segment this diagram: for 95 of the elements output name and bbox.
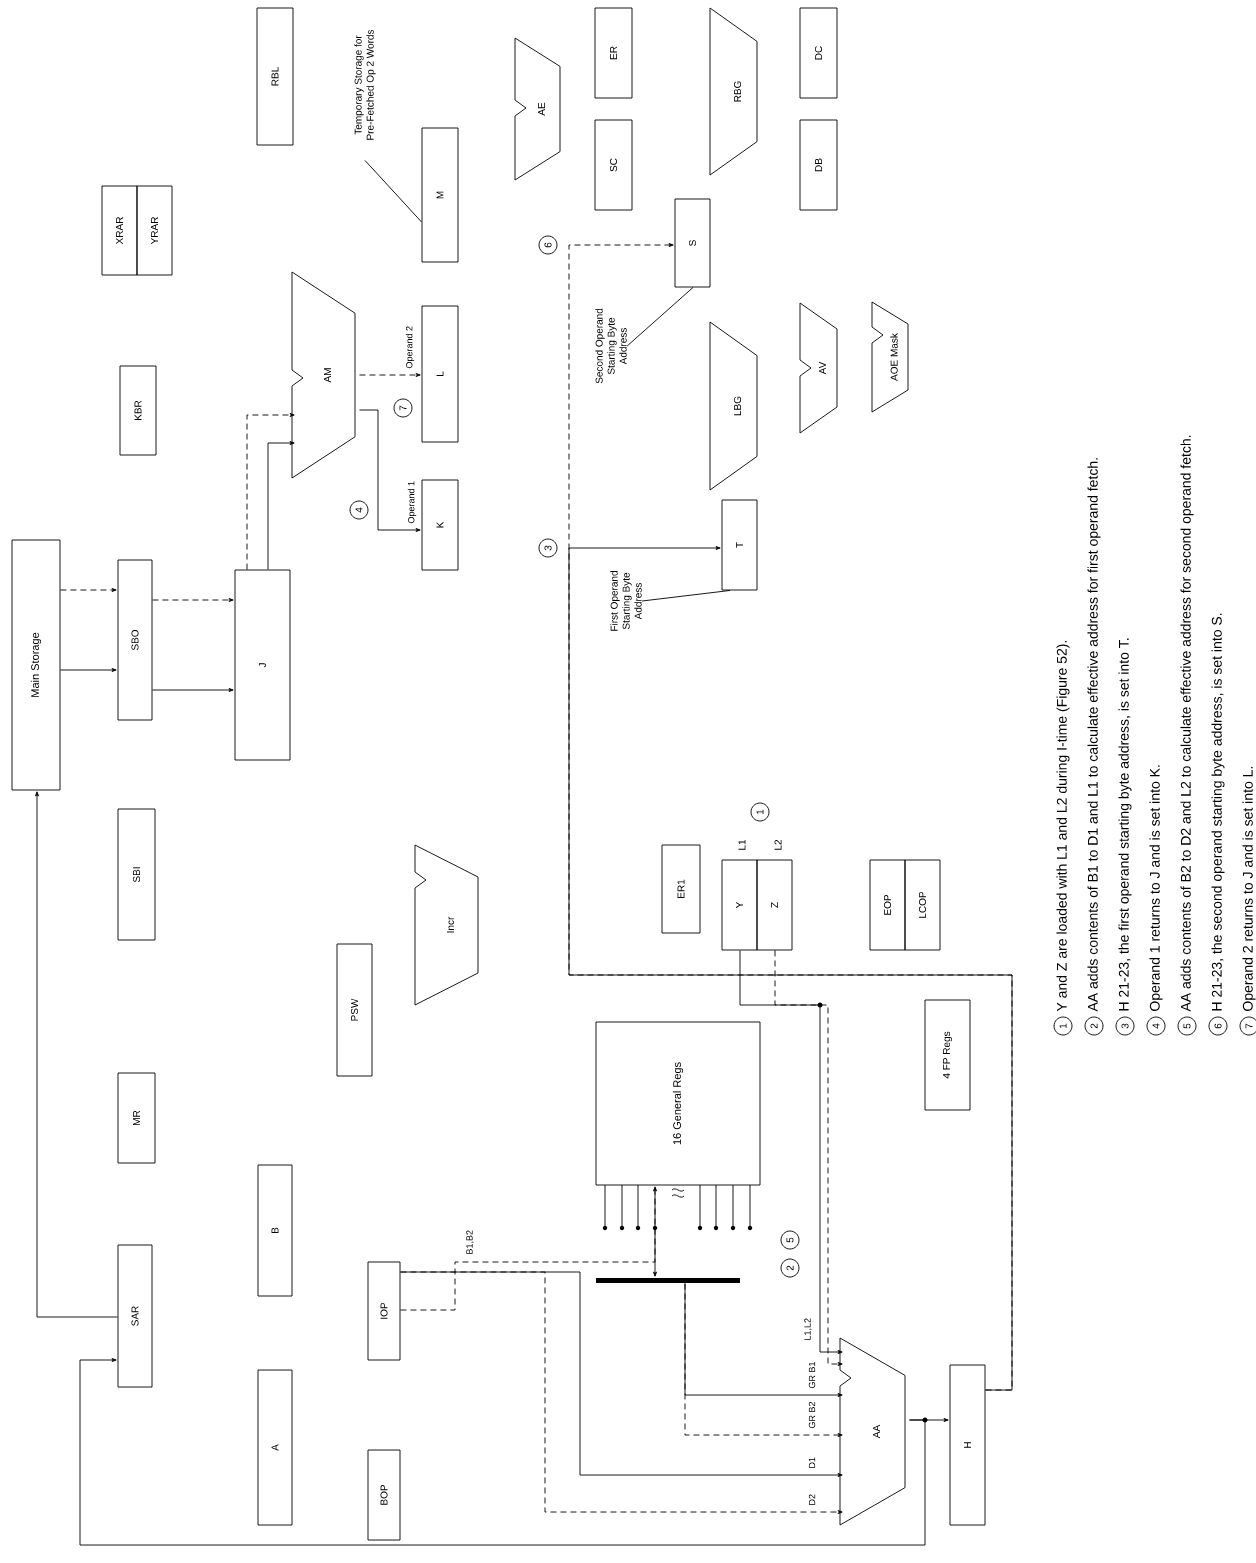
callout-number: 5 [780,1230,800,1250]
register-box: ER1 [661,844,701,934]
arrow [79,1358,926,1546]
register-box: Z [756,859,793,951]
register-box: SAR [117,1244,153,1388]
edge-label: GR B2 [807,1400,817,1430]
arrow [568,546,1013,1391]
register-box: RBL [256,7,294,146]
callout-number: 7 [1239,1016,1256,1036]
edge-label: GR B1 [807,1360,817,1390]
callout-number: 2 [1084,1016,1104,1036]
arrow [60,668,117,672]
callout-number: 4 [349,500,369,520]
leader-line [364,160,422,223]
callout-number: 3 [538,538,558,558]
edge-label: L1,L2 [803,1317,813,1342]
edge-label: D1 [807,1456,817,1470]
callout-number: 4 [1146,1016,1166,1036]
storage-box: Main Storage [11,539,61,791]
register-box: SBI [117,808,156,941]
leader-line [626,287,694,347]
arrow [684,1283,843,1437]
register-box: KBR [119,365,157,456]
note-text: Operand 2 returns to J and is set into L. [1242,766,1256,1011]
register-box: LCOP [904,859,941,951]
register-box: ER [594,7,633,99]
note-text: AA adds contents of B1 to D1 and L1 to calculate effective address for first operand fetch. [1087,458,1101,1012]
register-box: B [257,1164,293,1297]
register-box: PSW [336,943,373,1077]
leader-text: Temporary Storage for Pre-Fetched Op 2 Words [354,29,376,140]
trapezoid-unit: LBG [709,321,758,491]
note-text: H 21-23, the second operand starting byte address, is set into S. [1211,613,1225,1011]
register-box: H [949,1364,986,1526]
register-box: S [674,198,711,288]
register-box: L [421,305,459,443]
leader-text: Second Operand Starting Byte Address [595,308,627,384]
trapezoid-unit: AM [291,271,356,479]
note-text: Operand 1 returns to J and is set into K. [1149,765,1163,1011]
register-box: K [421,479,459,571]
edge-label: Operand 2 [404,325,416,370]
edge-label: Operand 1 [406,480,418,525]
arrow [152,688,234,692]
callout-number: 6 [538,235,558,255]
trapezoid-unit: AA [839,1337,906,1526]
register-box: IOP [367,1261,401,1361]
register-box: A [257,1369,293,1526]
register-box: EOP [869,859,906,951]
callout-number: 6 [1208,1016,1228,1036]
arrow [359,409,421,532]
arrow [400,1271,843,1514]
register-file-box: 16 General Regs [595,1021,761,1186]
arrow [653,1186,657,1277]
callout-number: 1 [1053,1016,1073,1036]
callout-number: 7 [393,398,413,418]
arrow [568,243,1013,1391]
note-text: H 21-23, the first operand starting byte address, is set into T. [1118,638,1132,1011]
arrow [152,598,234,602]
register-box: YRAR [136,185,173,276]
arrow [909,1418,949,1422]
register-box: DB [799,119,838,211]
leader-text: First Operand Starting Byte Address [610,571,642,631]
arrow [267,441,295,570]
register-box: M [421,127,459,263]
register-box: SC [594,119,633,211]
register-box: MR [117,1072,156,1164]
signal-label: L2 [774,839,782,850]
register-box: 4 FP Regs [924,999,971,1111]
register-box: SBO [117,559,153,721]
arrow [739,950,843,1354]
arrow [246,413,295,570]
edge-label: D2 [807,1493,817,1507]
callout-number: 2 [780,1258,800,1278]
trapezoid-unit: AOE Mask [871,301,909,413]
callout-number: 1 [750,802,770,822]
trapezoid-unit: Incr [414,844,479,1006]
trapezoid-unit: AV [799,302,838,434]
callout-number: 5 [1177,1016,1197,1036]
arrow [60,588,117,592]
register-box: BOP [367,1449,401,1541]
note-text: AA adds contents of B2 to D2 and L2 to calculate effective address for second operand fetch. [1180,435,1194,1012]
leader-line [641,590,731,602]
register-box: J [234,569,291,761]
register-box: T [721,499,758,591]
signal-label: L1 [738,839,746,850]
arrow [774,950,843,1366]
note-text: Y and Z are loaded with L1 and L2 during I-time (Figure 52). [1056,640,1070,1012]
arrow [35,791,118,1318]
register-box: XRAR [101,185,138,276]
register-box: Y [721,859,758,951]
register-box: DC [799,7,838,99]
callout-number: 3 [1115,1016,1135,1036]
trapezoid-unit: AE [514,37,561,181]
trapezoid-unit: RBG [709,7,758,176]
edge-label: B1,B2 [465,1229,475,1256]
arrow [359,373,421,377]
